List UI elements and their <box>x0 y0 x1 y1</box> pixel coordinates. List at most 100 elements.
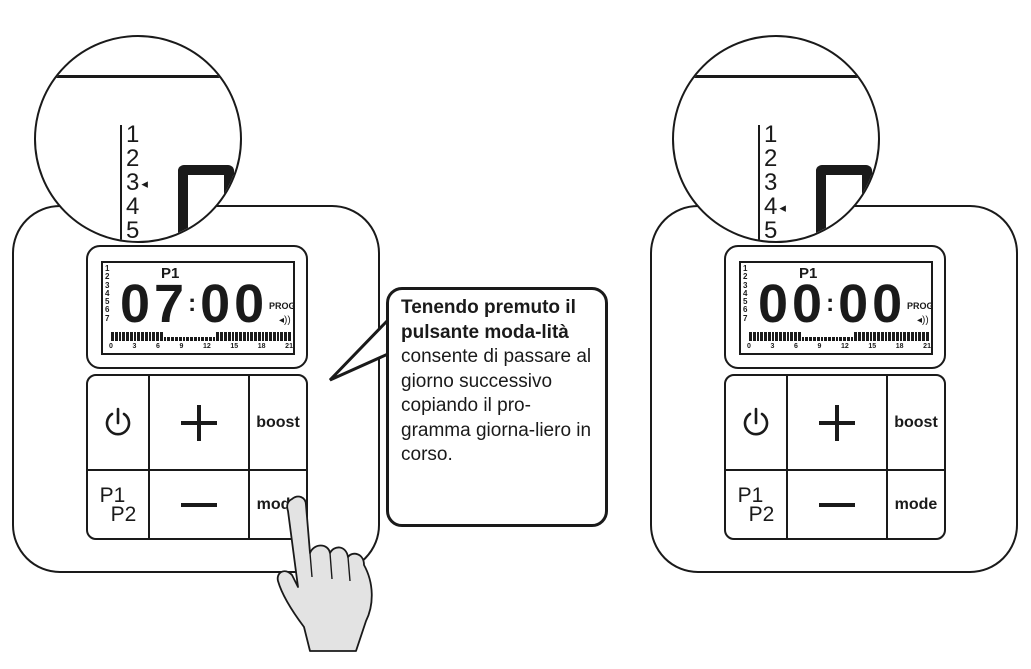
program-bar <box>786 332 790 341</box>
program-bar <box>280 332 284 341</box>
hour-tick-label: 12 <box>203 343 211 350</box>
keypad: boost P1 P2 mode <box>86 374 308 540</box>
program-bar <box>148 332 152 341</box>
program-bar <box>824 337 828 341</box>
plus-button[interactable] <box>786 374 888 471</box>
program-bar <box>141 332 144 341</box>
hour-tick-label: 0 <box>109 343 113 350</box>
mode-button[interactable]: mode <box>886 469 946 540</box>
program-select-button[interactable]: P1 P2 <box>86 469 150 540</box>
lcd-day: 2 <box>743 272 748 282</box>
power-button[interactable] <box>724 374 788 471</box>
program-bar <box>272 332 276 341</box>
program-bar <box>287 332 291 341</box>
program-bar <box>854 332 858 341</box>
program-bar <box>779 332 782 341</box>
program-bar <box>903 332 907 341</box>
lcd-day: 6 <box>105 305 110 315</box>
program-bar <box>899 332 903 341</box>
program-bar <box>118 332 122 341</box>
minus-button[interactable] <box>786 469 888 540</box>
p1-label: P1 <box>737 483 764 507</box>
program-bar <box>208 337 212 341</box>
plus-icon <box>819 404 855 441</box>
boost-label: boost <box>894 413 938 431</box>
hour-tick-label: 15 <box>230 343 239 350</box>
plus-button[interactable] <box>148 374 250 471</box>
program-bar <box>839 337 843 341</box>
lcd-day: 3 <box>743 280 748 290</box>
p2-label: P2 <box>748 502 775 526</box>
program-bar <box>205 337 208 341</box>
time-digit: 0 <box>120 274 155 334</box>
lcd-day: 7 <box>743 313 748 323</box>
time-digit: 7 <box>154 274 189 334</box>
program-bar <box>257 332 261 341</box>
program-bar <box>122 332 126 341</box>
minus-icon <box>819 502 855 507</box>
hour-tick-label: 12 <box>841 343 849 350</box>
program-bar <box>186 337 190 341</box>
time-colon: : <box>188 290 201 317</box>
program-bar <box>111 332 114 341</box>
program-bar <box>137 332 141 341</box>
program-bar <box>918 332 922 341</box>
program-bar <box>880 332 884 341</box>
program-bar <box>925 332 929 341</box>
zoom-detail-right: 1 2 3 4◂ 5 <box>672 35 880 243</box>
callout-text: consente di passare al giorno successivo… <box>401 346 592 465</box>
hour-tick-label: 6 <box>794 343 798 350</box>
program-bar <box>171 337 175 341</box>
program-bar <box>235 332 239 341</box>
zoom-day: 1 <box>764 121 778 148</box>
program-select-button[interactable]: P1 P2 <box>724 469 788 540</box>
program-bar <box>782 332 786 341</box>
time-digit: 0 <box>200 274 235 334</box>
zoom-segment-digit <box>816 165 872 241</box>
program-bar <box>895 332 899 341</box>
boost-button[interactable]: boost <box>248 374 308 471</box>
minus-button[interactable] <box>148 469 250 540</box>
program-bar <box>175 337 178 341</box>
program-bar <box>816 337 820 341</box>
day-arrow-icon: ◂ <box>779 199 786 215</box>
program-bar <box>223 332 227 341</box>
mode-label: mode <box>894 495 938 513</box>
program-bar <box>246 332 250 341</box>
program-bar <box>133 332 137 341</box>
program-bar <box>242 332 246 341</box>
p2-label: P2 <box>110 502 137 526</box>
program-bar <box>159 332 163 341</box>
program-bar <box>167 337 171 341</box>
program-bar <box>843 337 846 341</box>
program-bar <box>907 332 910 341</box>
day-arrow-icon: ◂ <box>141 175 148 191</box>
program-bar <box>227 332 231 341</box>
zoom-segment-digit <box>178 165 234 241</box>
speaker-icon: ◂)) <box>279 315 291 326</box>
program-bar <box>873 332 877 341</box>
program-bar <box>269 332 272 341</box>
hour-tick-label: 21 <box>285 343 293 350</box>
hour-tick-label: 3 <box>132 343 137 350</box>
zoom-day: 3 <box>764 169 778 196</box>
program-bar <box>250 332 254 341</box>
program-bar <box>265 332 269 341</box>
power-button[interactable] <box>86 374 150 471</box>
boost-button[interactable]: boost <box>886 374 946 471</box>
zoom-frame-edge <box>674 75 878 241</box>
program-select-label: P1 P2 <box>100 485 137 526</box>
prog-label: PROG <box>907 301 933 311</box>
program-bar <box>861 332 865 341</box>
program-bar-graph <box>749 329 929 341</box>
program-bar <box>760 332 764 341</box>
power-icon <box>743 407 769 435</box>
program-bar <box>892 332 895 341</box>
zoom-divider <box>120 125 122 241</box>
program-bar <box>216 332 220 341</box>
